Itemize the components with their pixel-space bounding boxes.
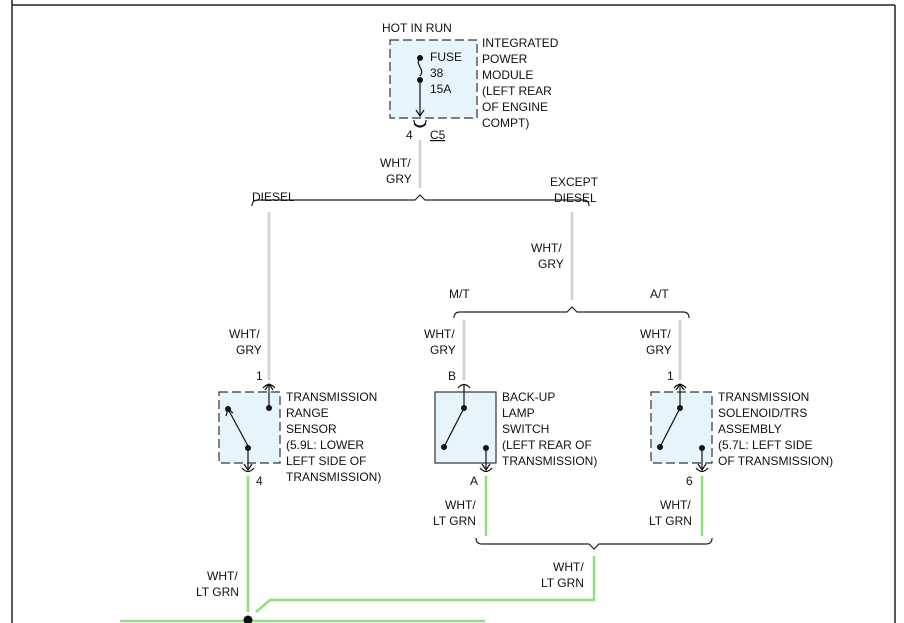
wire-label-solenoid-1: WHT/ bbox=[640, 327, 671, 341]
trs-line-6: TRANSMISSION) bbox=[286, 470, 381, 484]
module-line-4: (LEFT REAR bbox=[482, 84, 552, 98]
wire-label-backup-1: WHT/ bbox=[424, 327, 455, 341]
wire-label-trs-1: WHT/ bbox=[229, 327, 260, 341]
solenoid-line-3: ASSEMBLY bbox=[718, 422, 782, 436]
module-line-6: COMPT) bbox=[482, 116, 529, 130]
mt-label: M/T bbox=[449, 287, 470, 301]
trs-line-2: RANGE bbox=[286, 406, 329, 420]
backup-line-4: (LEFT REAR OF bbox=[502, 438, 592, 452]
backup-pin-bottom: A bbox=[470, 474, 478, 488]
trs-line-4: (5.9L: LOWER bbox=[286, 438, 364, 452]
trs-line-5: LEFT SIDE OF bbox=[286, 454, 366, 468]
wire-label-except-1: WHT/ bbox=[531, 241, 562, 255]
trs-line-3: SENSOR bbox=[286, 422, 337, 436]
fuse-rating: 15A bbox=[430, 82, 451, 96]
backup-switch-blade bbox=[443, 407, 465, 448]
solenoid-line-2: SOLENOID/TRS bbox=[718, 406, 807, 420]
wht-ltgrn-wires bbox=[120, 476, 704, 623]
wht-gry-wires bbox=[267, 140, 682, 380]
wire-label-merge-1: WHT/ bbox=[553, 560, 584, 574]
solenoid-pin-top: 1 bbox=[667, 369, 674, 383]
wire-label-trs-2: GRY bbox=[236, 343, 262, 357]
hot-in-run-label: HOT IN RUN bbox=[382, 21, 452, 35]
solenoid-pin-bottom: 6 bbox=[686, 474, 693, 488]
wire-label-backup-out-2: LT GRN bbox=[433, 514, 476, 528]
connector-c5-pin bbox=[413, 119, 427, 127]
backup-line-3: SWITCH bbox=[502, 422, 549, 436]
fuse-icon bbox=[415, 55, 425, 118]
c5-pin-number: 4 bbox=[406, 128, 413, 142]
backup-lamp-switch: B A BACK-UP LAMP SWITCH (LEFT REAR OF TR… bbox=[434, 369, 597, 488]
wire-label-merge-2: LT GRN bbox=[541, 576, 584, 590]
diesel-label: DIESEL bbox=[252, 190, 295, 204]
backup-line-1: BACK-UP bbox=[502, 390, 555, 404]
wire-label-solenoid-2: GRY bbox=[646, 343, 672, 357]
integrated-power-module: HOT IN RUN FUSE 38 15A INTEGRATED POWER … bbox=[382, 21, 559, 142]
wire-label-solenoid-out-1: WHT/ bbox=[660, 498, 691, 512]
backup-pin-top: B bbox=[448, 369, 456, 383]
except-diesel-label-2: DIESEL bbox=[554, 191, 597, 205]
connector-c5-label: C5 bbox=[430, 128, 446, 142]
at-label: A/T bbox=[650, 287, 669, 301]
fuse-number: 38 bbox=[430, 66, 444, 80]
trs-pin-bottom: 4 bbox=[256, 474, 263, 488]
solenoid-line-4: (5.7L: LEFT SIDE bbox=[718, 438, 812, 452]
wire-label-except-2: GRY bbox=[538, 257, 564, 271]
wire-label-trs-out-1: WHT/ bbox=[207, 569, 238, 583]
module-line-3: MODULE bbox=[482, 68, 533, 82]
backup-line-5: TRANSMISSION) bbox=[502, 454, 597, 468]
wire-label-trs-out-2: LT GRN bbox=[196, 585, 239, 599]
module-line-2: POWER bbox=[482, 52, 528, 66]
wire-label-backup-2: GRY bbox=[430, 343, 456, 357]
backup-line-2: LAMP bbox=[502, 406, 535, 420]
except-diesel-label-1: EXCEPT bbox=[550, 175, 599, 189]
wire-label-top-1: WHT/ bbox=[380, 156, 411, 170]
transmission-solenoid-trs-assembly: 1 6 TRANSMISSION SOLENOID/TRS ASSEMBLY (… bbox=[650, 369, 833, 488]
solenoid-line-5: OF TRANSMISSION) bbox=[718, 454, 833, 468]
splice-dot bbox=[243, 615, 253, 623]
wire-label-top-2: GRY bbox=[386, 172, 412, 186]
bracket-lines bbox=[251, 194, 713, 550]
fuse-word: FUSE bbox=[430, 50, 462, 64]
trs-switch-blade bbox=[227, 408, 249, 447]
wire-label-solenoid-out-2: LT GRN bbox=[649, 514, 692, 528]
transmission-range-sensor: 1 4 TRANSMISSION RANGE SENSOR (5.9L: LOW… bbox=[218, 369, 381, 488]
module-line-1: INTEGRATED bbox=[482, 36, 559, 50]
solenoid-line-1: TRANSMISSION bbox=[718, 390, 809, 404]
wire-label-backup-out-1: WHT/ bbox=[445, 498, 476, 512]
trs-pin-top: 1 bbox=[256, 369, 263, 383]
module-line-5: OF ENGINE bbox=[482, 100, 548, 114]
trs-line-1: TRANSMISSION bbox=[286, 390, 377, 404]
solenoid-switch-blade bbox=[659, 407, 681, 448]
